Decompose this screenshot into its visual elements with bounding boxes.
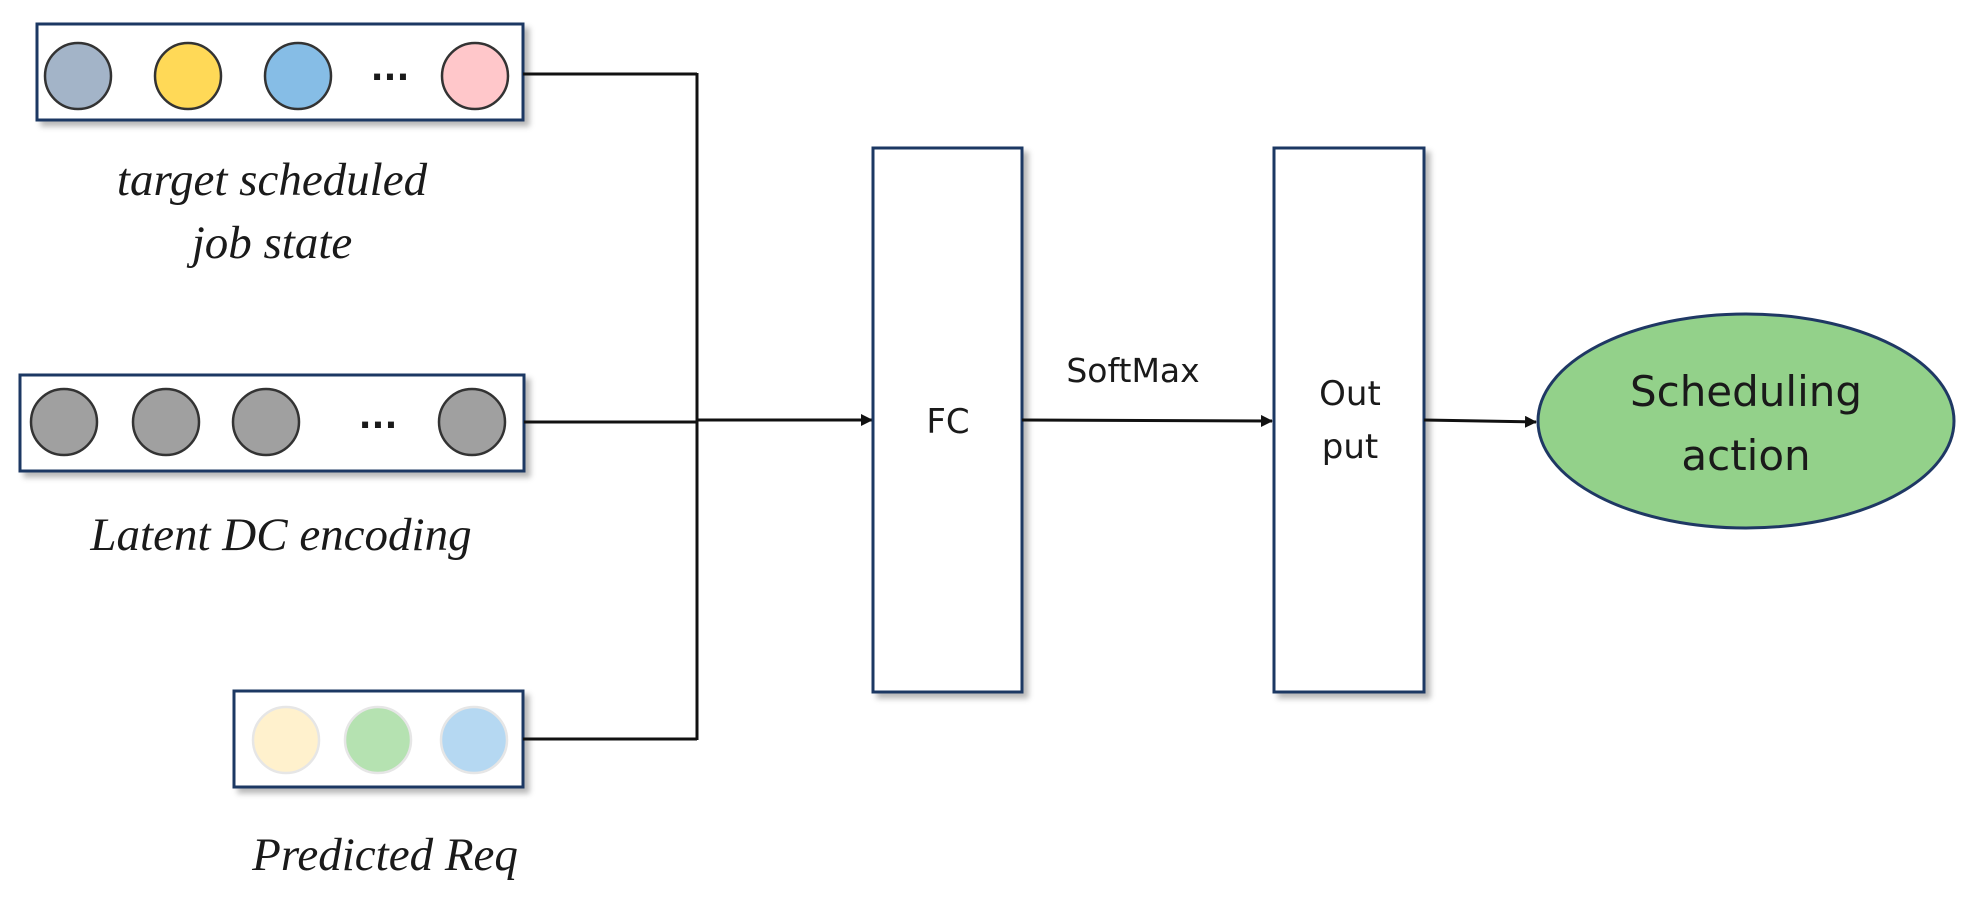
predicted-node-3 bbox=[439, 705, 509, 775]
predicted-req-group bbox=[232, 689, 525, 789]
predicted-node-1 bbox=[251, 705, 321, 775]
target-job-state-label-line1: target scheduled bbox=[117, 154, 428, 206]
latent-dc-group: ... bbox=[18, 373, 526, 473]
softmax-label: SoftMax bbox=[1066, 351, 1199, 390]
input-connectors bbox=[523, 72, 873, 741]
output-layer-label-line2: put bbox=[1322, 427, 1378, 467]
target-node-3 bbox=[263, 41, 333, 111]
latent-node-3 bbox=[231, 387, 301, 457]
fc-layer-label: FC bbox=[926, 402, 969, 442]
fc-layer-box bbox=[871, 146, 1024, 694]
latent-node-2 bbox=[131, 387, 201, 457]
predicted-req-label: Predicted Req bbox=[251, 829, 518, 881]
latent-dc-label: Latent DC encoding bbox=[89, 509, 471, 561]
target-job-state-group: ... bbox=[35, 22, 525, 122]
arrow-fc-to-output bbox=[1021, 414, 1273, 427]
predicted-node-2 bbox=[343, 705, 413, 775]
scheduling-action-label-line1: Scheduling bbox=[1630, 367, 1862, 416]
target-node-1 bbox=[43, 41, 113, 111]
target-node-4 bbox=[440, 41, 510, 111]
target-node-2 bbox=[153, 41, 223, 111]
latent-ellipsis: ... bbox=[359, 397, 398, 437]
output-layer-box bbox=[1272, 146, 1426, 694]
scheduling-action-label-line2: action bbox=[1681, 431, 1810, 480]
target-job-state-label-line2: job state bbox=[186, 217, 353, 269]
target-ellipsis: ... bbox=[371, 49, 410, 89]
arrow-output-to-action bbox=[1423, 415, 1537, 428]
latent-node-4 bbox=[437, 387, 507, 457]
scheduling-action-node bbox=[1536, 312, 1956, 530]
output-layer-label-line1: Out bbox=[1319, 374, 1381, 414]
latent-node-1 bbox=[29, 387, 99, 457]
